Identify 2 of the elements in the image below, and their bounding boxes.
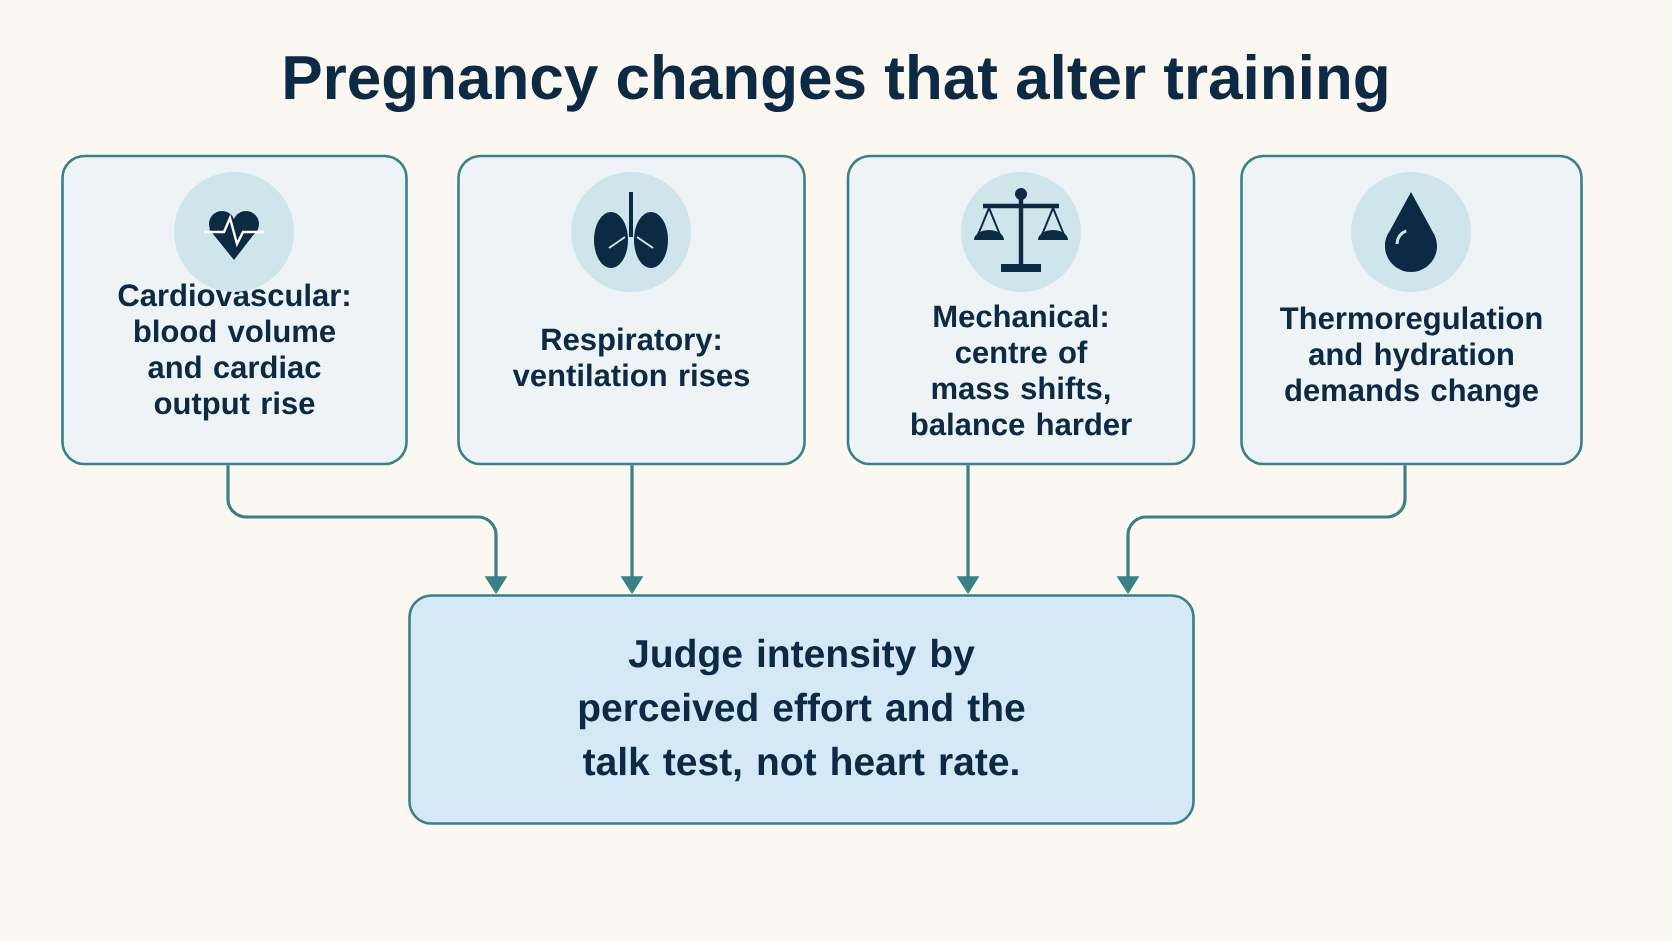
conclusion-box: Judge intensity by perceived effort and the talk test, not heart rate. — [408, 594, 1195, 825]
title: Pregnancy changes that alter training — [285, 53, 1387, 113]
